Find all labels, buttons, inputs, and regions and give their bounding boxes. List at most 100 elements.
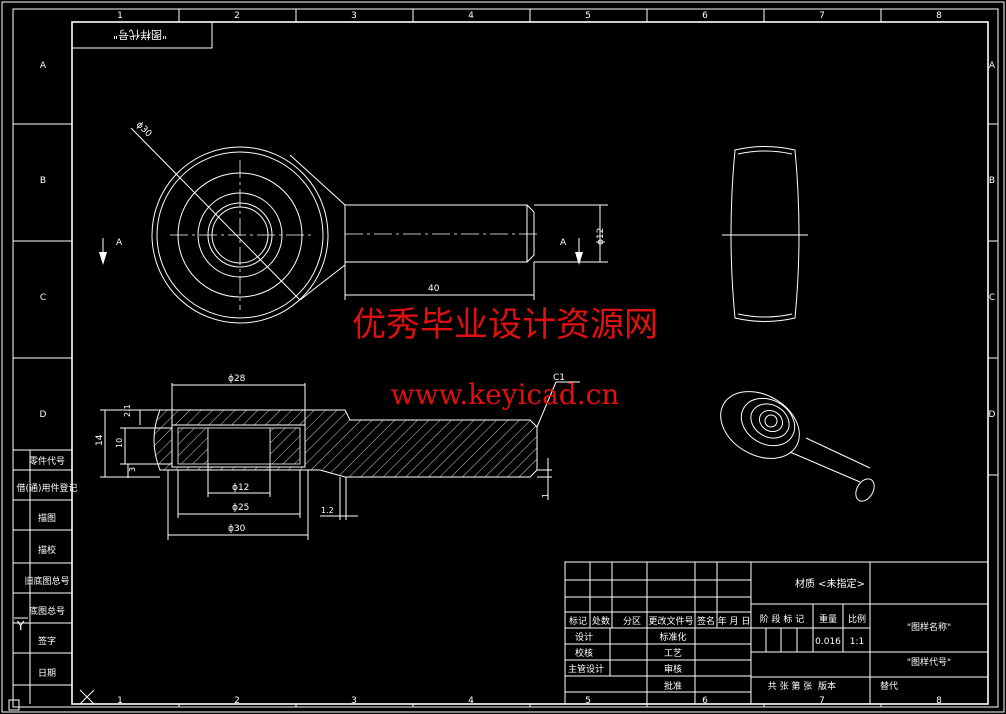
svg-text:更改文件号: 更改文件号 — [648, 615, 693, 627]
svg-text:签名: 签名 — [697, 615, 715, 627]
zone-column-label: 7 — [819, 696, 825, 706]
svg-text:标准化: 标准化 — [659, 631, 686, 643]
zone-column-label: 2 — [234, 696, 240, 706]
svg-text:14: 14 — [95, 434, 105, 446]
svg-text:替代: 替代 — [880, 680, 898, 692]
svg-text:主管设计: 主管设计 — [568, 663, 604, 675]
zone-row-label: A — [40, 61, 47, 71]
svg-text:ϕ30: ϕ30 — [134, 120, 154, 140]
section-arrow-left — [99, 252, 107, 265]
sheet-info: 共 张 第 张 — [768, 680, 813, 692]
left-column-label: 旧底图总号 — [24, 575, 69, 587]
eye-outer-circle — [151, 146, 329, 324]
chamfer-leader — [536, 381, 557, 428]
zone-row-label: C — [40, 293, 46, 303]
left-column-label: 签字 — [38, 635, 56, 647]
svg-text:ϕ25: ϕ25 — [232, 503, 249, 513]
ball-side-outline — [730, 146, 800, 322]
zone-row-label: C — [989, 293, 995, 303]
section-arrow-right — [575, 252, 583, 265]
svg-text:重量: 重量 — [819, 613, 837, 625]
svg-text:ϕ28: ϕ28 — [228, 374, 246, 384]
zone-column-label: 4 — [468, 696, 474, 706]
svg-text:ϕ12: ϕ12 — [596, 228, 606, 245]
zone-column-label: 3 — [351, 696, 357, 706]
drawing-border — [71, 21, 989, 705]
zone-row-label: B — [40, 176, 46, 186]
left-column-label: 零件代号 — [29, 455, 65, 467]
svg-text:1.2: 1.2 — [321, 506, 334, 515]
svg-text:审核: 审核 — [664, 663, 682, 675]
left-column-label: 借(通)用件登记 — [16, 482, 77, 494]
zone-row-label: D — [989, 410, 996, 420]
side-view — [722, 146, 808, 322]
shank — [344, 204, 528, 263]
svg-text:标记: 标记 — [569, 615, 587, 627]
bore — [207, 427, 271, 465]
zone-row-label: A — [989, 61, 996, 71]
zone-ticks — [13, 9, 998, 707]
weight-value: 0.016 — [815, 637, 841, 647]
dim40: 40 — [428, 284, 440, 294]
top-view: ϕ30 40 ϕ12 A A — [99, 120, 608, 324]
title-block: 材质 <未指定> "图样名称" "图样代号" 阶 段 标 记 重量 比例 0.0… — [564, 561, 989, 705]
svg-text:批准: 批准 — [664, 680, 682, 692]
svg-text:10: 10 — [115, 438, 124, 448]
zone-column-label: 8 — [936, 696, 942, 706]
svg-text:阶 段 标 记: 阶 段 标 记 — [760, 613, 805, 625]
svg-text:2.1: 2.1 — [123, 404, 132, 417]
left-column-label: 描图 — [38, 512, 56, 524]
section-view: ϕ28 ϕ12 ϕ25 ϕ30 14 10 3 2.1 1.2 C1 — [95, 373, 580, 540]
zone-column-label: 5 — [585, 11, 591, 21]
svg-text:ϕ30: ϕ30 — [228, 524, 246, 534]
zone-column-label: 1 — [117, 696, 123, 706]
iso-shank — [789, 437, 871, 483]
zone-border — [12, 8, 999, 708]
zone-column-label: 4 — [468, 11, 474, 21]
svg-text:设计: 设计 — [575, 631, 593, 643]
svg-text:Y: Y — [16, 619, 25, 633]
zone-column-label: 3 — [351, 11, 357, 21]
material-label: 材质 <未指定> — [795, 577, 865, 590]
zone-column-label: 1 — [117, 11, 123, 21]
zone-column-label: 6 — [702, 696, 708, 706]
svg-text:3: 3 — [128, 467, 137, 472]
svg-text:年 月 日: 年 月 日 — [718, 615, 751, 627]
drawing-name: "图样名称" — [907, 621, 951, 633]
svg-text:校核: 校核 — [575, 647, 593, 659]
zone-column-label: 8 — [936, 11, 942, 21]
svg-text:1: 1 — [541, 493, 550, 498]
svg-text:比例: 比例 — [848, 613, 866, 625]
drawing-code: "图样代号" — [907, 656, 951, 668]
svg-text:处数: 处数 — [592, 615, 610, 627]
zone-column-label: 7 — [819, 11, 825, 21]
svg-text:版本: 版本 — [818, 680, 836, 692]
corner-label: "图样代号" — [113, 28, 167, 42]
left-column-label: 描校 — [38, 544, 56, 556]
left-column-label: 底图总号 — [29, 605, 65, 617]
corner-label-box — [71, 21, 213, 49]
zone-column-label: 5 — [585, 696, 591, 706]
zone-column-label: 2 — [234, 11, 240, 21]
zone-row-label: D — [40, 410, 47, 420]
watermark-url: www.keyicad.cn — [391, 378, 620, 411]
phi30-leader — [130, 127, 301, 301]
svg-text:ϕ12: ϕ12 — [232, 483, 249, 493]
iso-view — [720, 391, 875, 502]
eye-neck — [289, 154, 346, 301]
left-column-label: 日期 — [38, 668, 56, 679]
svg-text:C1: C1 — [553, 373, 565, 383]
svg-text:分区: 分区 — [623, 616, 641, 627]
svg-text:工艺: 工艺 — [664, 648, 682, 659]
scale-value: 1:1 — [850, 637, 864, 647]
zone-row-label: B — [989, 176, 995, 186]
svg-text:A: A — [116, 238, 123, 248]
svg-text:A: A — [560, 238, 567, 248]
watermark-title: 优秀毕业设计资源网 — [352, 305, 658, 345]
zone-column-label: 6 — [702, 11, 708, 21]
